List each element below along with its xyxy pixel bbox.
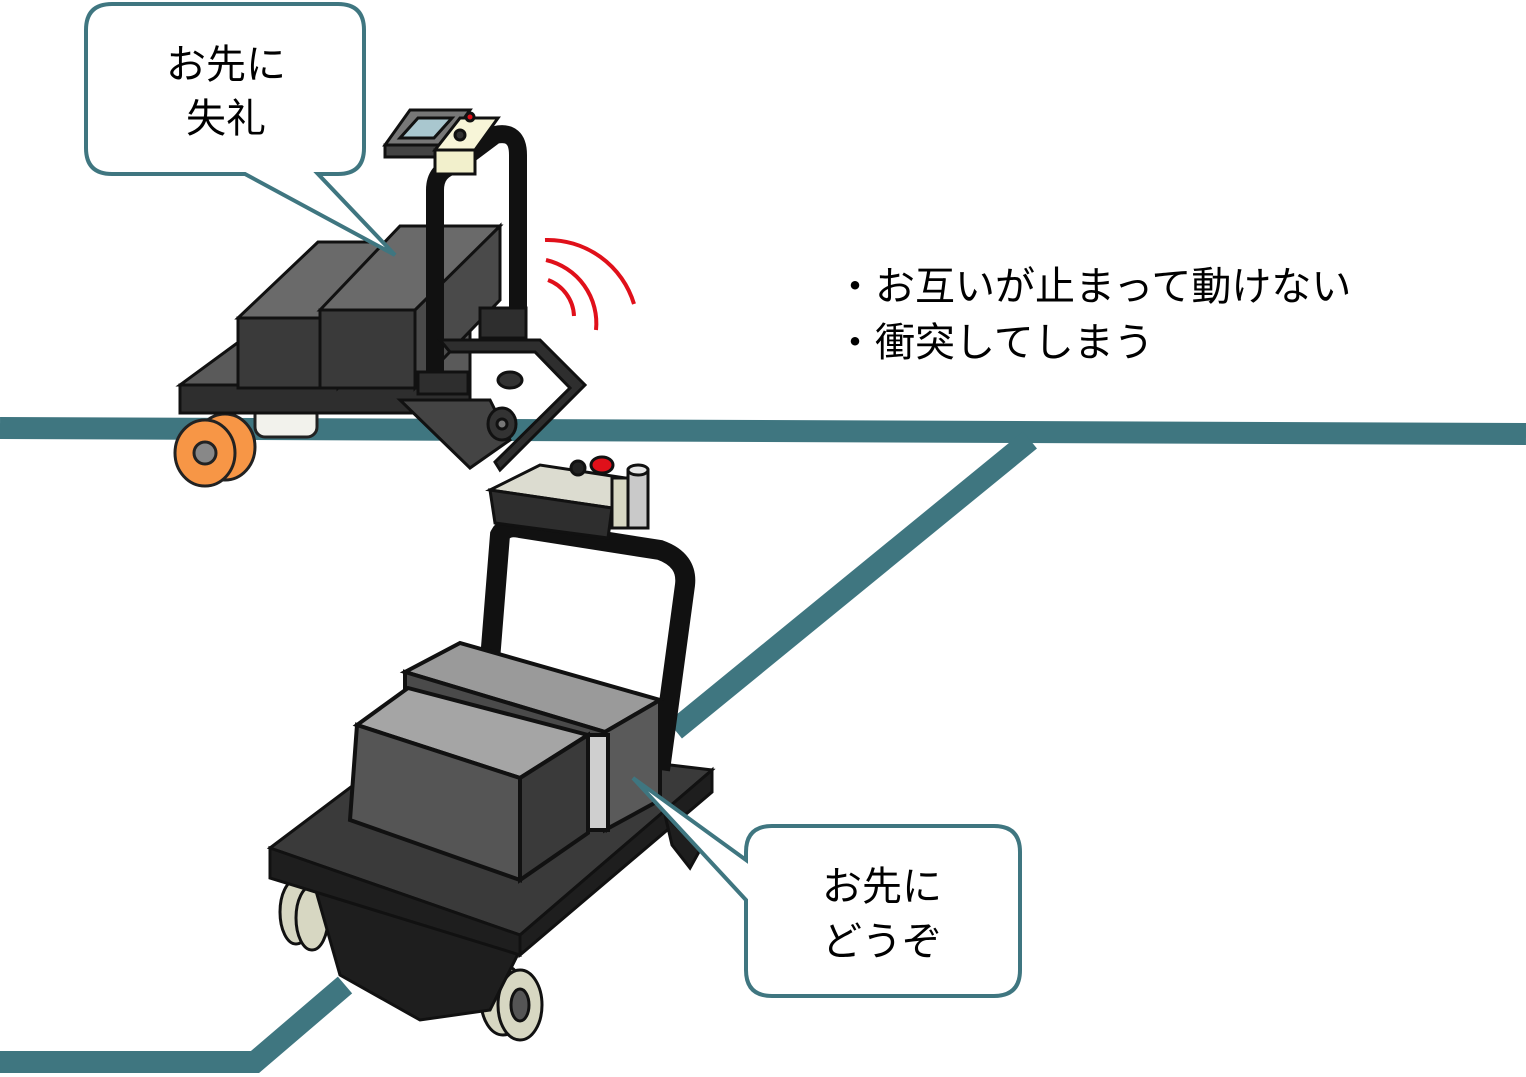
speech-bubble-bottom-line2: どうぞ (822, 919, 942, 965)
guide-line-branch-lower (0, 976, 353, 1073)
robot-top-wheel (173, 403, 319, 488)
robot-bottom-panel (485, 455, 650, 540)
wireless-signal-icon (544, 237, 636, 331)
guide-line-branch (668, 431, 1037, 739)
robot-bottom (266, 455, 716, 1042)
robot-bottom-handle (480, 517, 696, 772)
speech-bubble-bottom-line1: お先に (822, 864, 942, 910)
robot-bottom-boxes (347, 640, 666, 884)
speech-bubble-top-line2: 失礼 (186, 96, 266, 142)
notes: ・お互いが止まって動けない ・衝突してしまう (835, 264, 1351, 366)
speech-bubble-top-line1: お先に (166, 42, 286, 88)
speech-bubble-bottom: お先に どうぞ (631, 776, 1022, 998)
robot-bottom-wheels (278, 878, 544, 1042)
robot-top-panel (382, 108, 501, 176)
note-item-1: ・お互いが止まって動けない (835, 264, 1351, 310)
robot-top (173, 108, 636, 488)
robot-top-fork (396, 338, 588, 473)
note-item-2: ・衝突してしまう (835, 320, 1154, 366)
speech-bubble-top: お先に 失礼 (84, 2, 397, 257)
